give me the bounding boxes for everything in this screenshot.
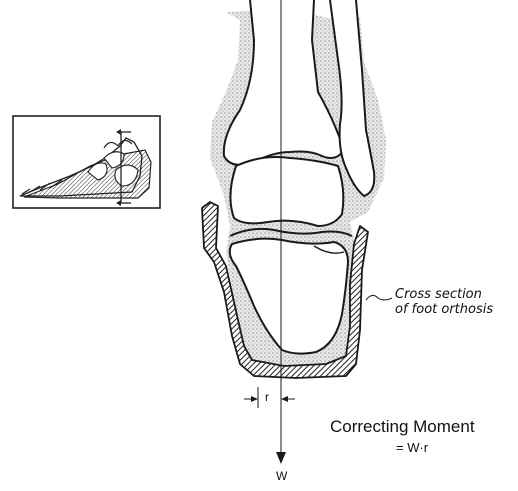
lever-arm-label: r [265, 390, 269, 404]
talus [230, 157, 343, 226]
orthosis-leader [366, 295, 392, 300]
orthosis-label-line2: of foot orthosis [395, 302, 493, 317]
correcting-moment-title: Correcting Moment [330, 417, 475, 437]
correcting-moment-equation: = W·r [396, 440, 428, 455]
ankle-cross-section [202, 0, 392, 464]
arrow-down-icon [276, 452, 286, 464]
lever-arm-dimension [244, 387, 295, 408]
orthosis-label-line1: Cross section [395, 287, 493, 302]
weight-label: W [276, 469, 287, 483]
inset-foot-side-view [13, 116, 160, 208]
orthosis-label: Cross section of foot orthosis [395, 287, 493, 317]
